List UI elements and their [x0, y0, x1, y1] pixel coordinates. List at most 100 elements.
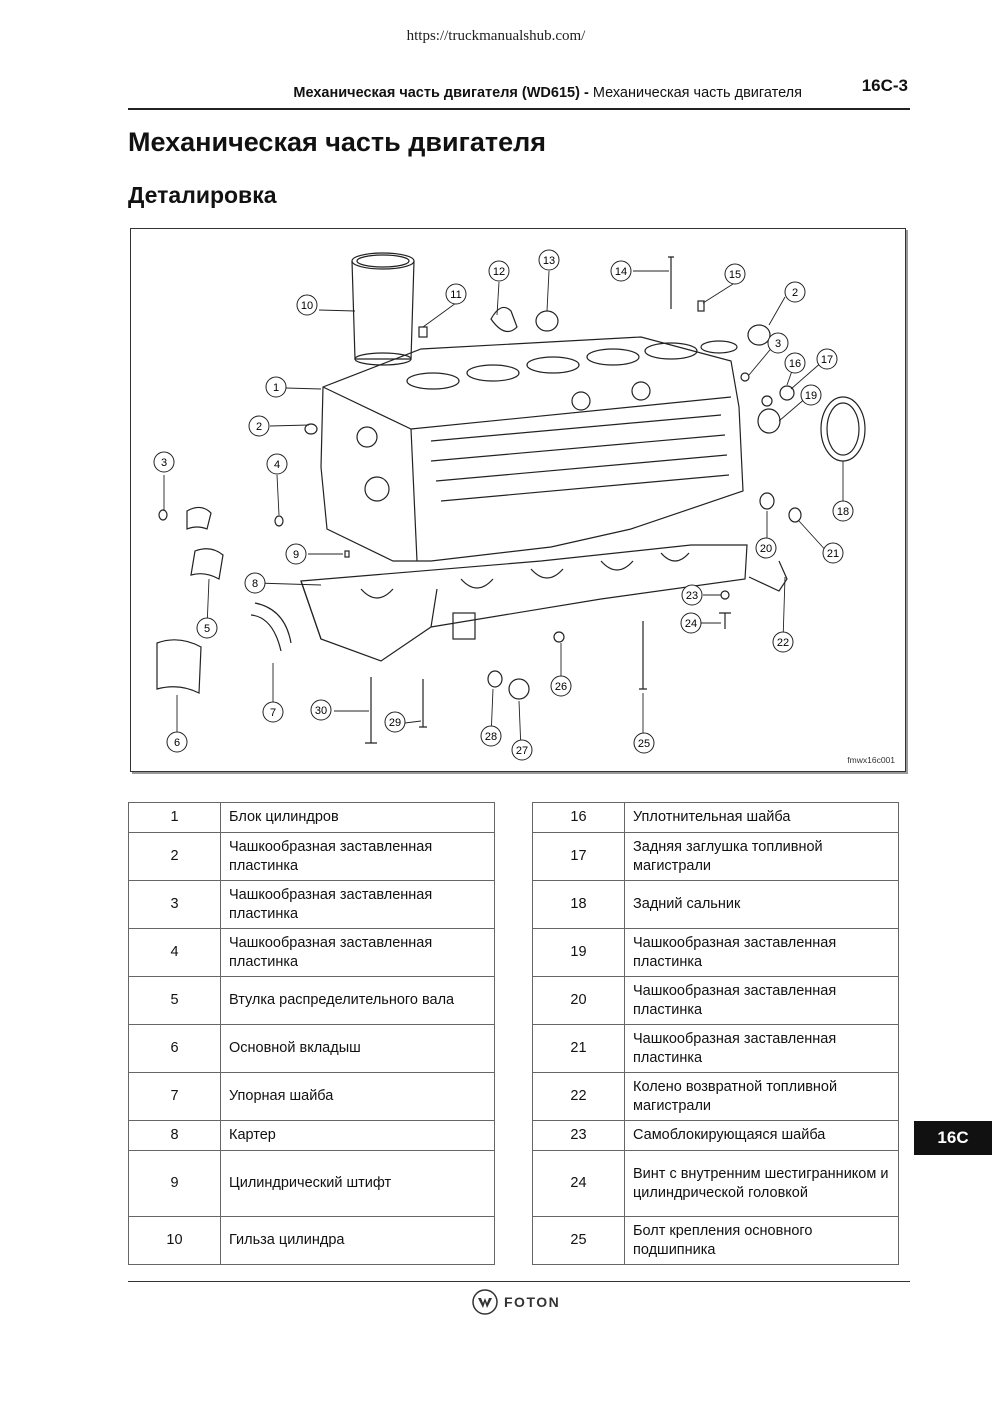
callout-7: 7	[262, 701, 284, 723]
foton-logo: FOTON	[472, 1289, 560, 1315]
part-number: 9	[128, 1150, 221, 1217]
callout-number: 4	[274, 459, 280, 471]
callout-22: 22	[772, 631, 794, 653]
drawing-parts	[156, 252, 866, 751]
callout-number: 13	[543, 255, 555, 267]
part-description: Упорная шайба	[220, 1072, 495, 1121]
leader-lines	[163, 270, 844, 751]
part-number: 3	[128, 880, 221, 929]
callout-labels: 1 2 3 4 5 6 7 8 9 10 11 12 13 14 15 2 3 …	[153, 249, 854, 761]
part-number: 24	[532, 1150, 625, 1217]
callout-6: 6	[166, 731, 188, 753]
callout-number: 21	[827, 548, 839, 560]
engine-block-drawing: 1 2 3 4 5 6 7 8 9 10 11 12 13 14 15 2 3 …	[153, 249, 866, 761]
callout-number: 19	[805, 390, 817, 402]
callout-12: 12	[488, 260, 510, 282]
section-title: Деталировка	[128, 182, 277, 208]
callout-3: 3	[153, 451, 175, 473]
callout-number: 6	[174, 737, 180, 749]
loose-parts-drawing	[156, 256, 866, 744]
section-tab: 16C	[914, 1121, 992, 1155]
part-number: 7	[128, 1072, 221, 1121]
callout-19: 19	[800, 384, 822, 406]
callout-number: 20	[760, 543, 772, 555]
callout-number: 22	[777, 637, 789, 649]
callout-5: 5	[196, 617, 218, 639]
part-description: Чашкообразная заставленная пластинка	[624, 1024, 899, 1073]
callout-13: 13	[538, 249, 560, 271]
brand-name: FOTON	[504, 1294, 561, 1310]
footer-rule	[128, 1281, 910, 1282]
part-description: Цилиндрический штифт	[220, 1150, 495, 1217]
callout-number: 26	[555, 681, 567, 693]
part-number: 22	[532, 1072, 625, 1121]
callout-number: 3	[775, 338, 781, 350]
cylinder-liner-drawing	[351, 252, 415, 366]
callout-29: 29	[384, 711, 406, 733]
callout-number: 23	[686, 590, 698, 602]
callout-28: 28	[480, 725, 502, 747]
callout-number: 24	[685, 618, 697, 630]
foton-emblem-icon	[472, 1289, 498, 1315]
part-number: 17	[532, 832, 625, 881]
callout-number: 16	[789, 358, 801, 370]
callout-4: 4	[266, 453, 288, 475]
callout-15: 15	[724, 263, 746, 285]
header-separator: -	[579, 85, 593, 101]
callout-number: 2	[792, 287, 798, 299]
part-description: Чашкообразная заставленная пластинка	[220, 928, 495, 977]
part-number: 4	[128, 928, 221, 977]
callout-8: 8	[244, 572, 266, 594]
part-number: 25	[532, 1216, 625, 1265]
part-description: Блок цилиндров	[220, 802, 495, 833]
part-description: Колено возвратной топливной магистрали	[624, 1072, 899, 1121]
callout-number: 3	[161, 457, 167, 469]
part-number: 18	[532, 880, 625, 929]
callout-14: 14	[610, 260, 632, 282]
callout-number: 2	[256, 421, 262, 433]
part-description: Винт с внутренним шестигранником и цилин…	[624, 1150, 899, 1217]
callout-10: 10	[296, 294, 318, 316]
callout-number: 17	[821, 354, 833, 366]
part-description: Задний сальник	[624, 880, 899, 929]
callout-17: 17	[816, 348, 838, 370]
part-number: 5	[128, 976, 221, 1025]
part-number: 20	[532, 976, 625, 1025]
callout-number: 8	[252, 578, 258, 590]
exploded-view-figure: 1 2 3 4 5 6 7 8 9 10 11 12 13 14 15 2 3 …	[130, 228, 906, 772]
callout-number: 15	[729, 269, 741, 281]
part-description: Втулка распределительного вала	[220, 976, 495, 1025]
callout-number: 29	[389, 717, 401, 729]
callout-27: 27	[511, 739, 533, 761]
callout-26: 26	[550, 675, 572, 697]
callout-number: 18	[837, 506, 849, 518]
callout-18: 18	[832, 500, 854, 522]
part-number: 19	[532, 928, 625, 977]
source-url[interactable]: https://truckmanualshub.com/	[406, 28, 586, 44]
part-description: Чашкообразная заставленная пластинка	[220, 880, 495, 929]
part-description: Чашкообразная заставленная пластинка	[624, 928, 899, 977]
callout-16: 16	[784, 352, 806, 374]
callout-number: 12	[493, 266, 505, 278]
callout-24: 24	[680, 612, 702, 634]
cylinder-block-drawing	[320, 336, 744, 562]
part-description: Чашкообразная заставленная пластинка	[624, 976, 899, 1025]
part-number: 6	[128, 1024, 221, 1073]
part-description: Чашкообразная заставленная пластинка	[220, 832, 495, 881]
callout-1: 1	[265, 376, 287, 398]
